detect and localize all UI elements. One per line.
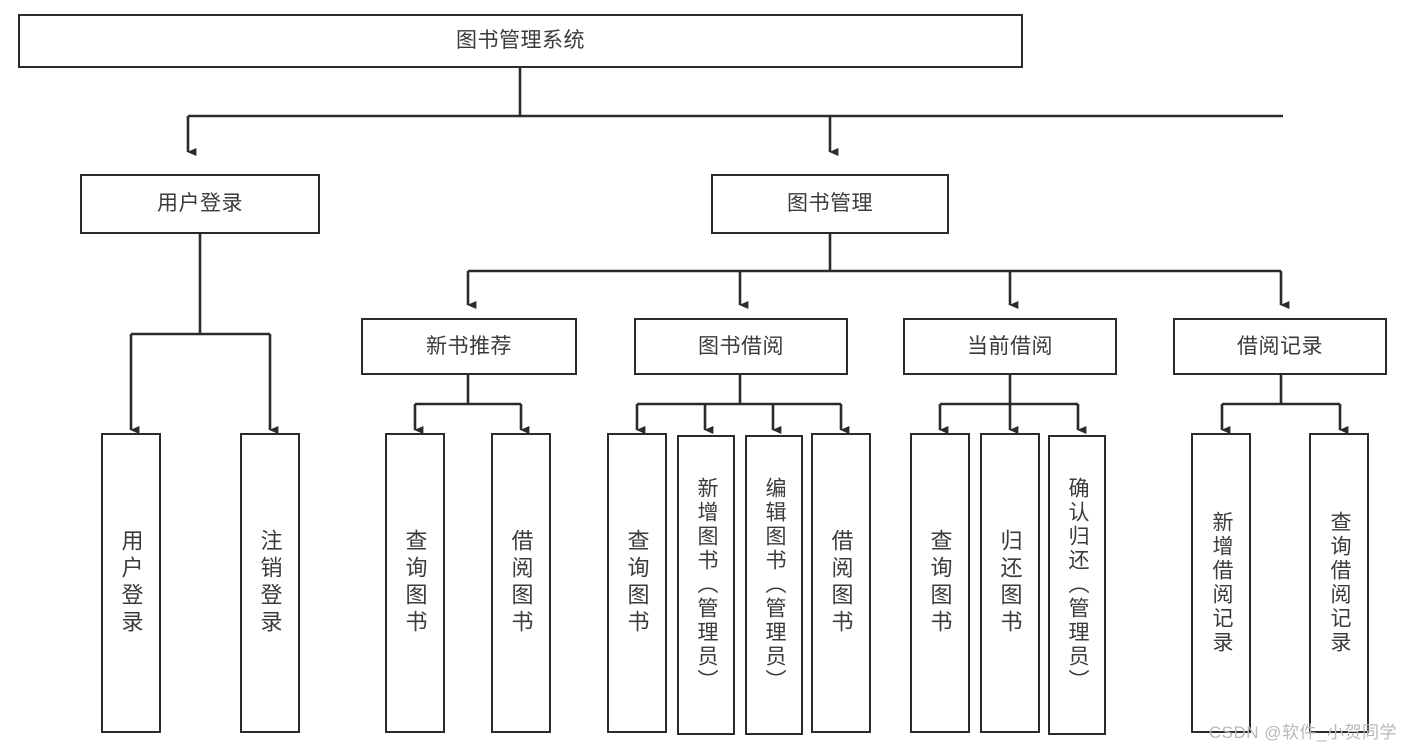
leaf-borrow-query[interactable]: 查询图书 [607,433,667,733]
node-root[interactable]: 图书管理系统 [18,14,1023,68]
leaf-user-logout-label: 注销登录 [257,529,283,637]
node-book-borrow[interactable]: 图书借阅 [634,318,848,375]
leaf-borrow-edit-book-label: 编辑图书（管理员） [763,477,787,693]
node-book-borrow-label: 图书借阅 [698,334,784,358]
leaf-user-login[interactable]: 用户登录 [101,433,161,733]
node-current-borrow-label: 当前借阅 [967,334,1053,358]
node-book-management[interactable]: 图书管理 [711,174,949,234]
leaf-current-confirm-return[interactable]: 确认归还（管理员） [1048,435,1106,735]
node-user-login[interactable]: 用户登录 [80,174,320,234]
leaf-borrow-borrow-book[interactable]: 借阅图书 [811,433,871,733]
leaf-newbook-query[interactable]: 查询图书 [385,433,445,733]
leaf-user-login-label: 用户登录 [118,529,144,637]
leaf-current-query-label: 查询图书 [927,529,953,637]
node-new-book-recommend[interactable]: 新书推荐 [361,318,577,375]
leaf-record-add-label: 新增借阅记录 [1210,511,1234,655]
leaf-newbook-borrow-label: 借阅图书 [508,529,534,637]
node-current-borrow[interactable]: 当前借阅 [903,318,1117,375]
node-root-label: 图书管理系统 [456,29,585,53]
leaf-borrow-edit-book[interactable]: 编辑图书（管理员） [745,435,803,735]
leaf-user-logout[interactable]: 注销登录 [240,433,300,733]
leaf-record-add[interactable]: 新增借阅记录 [1191,433,1251,733]
watermark: CSDN @软件_小贺同学 [1208,723,1397,742]
leaf-current-query[interactable]: 查询图书 [910,433,970,733]
leaf-record-query[interactable]: 查询借阅记录 [1309,433,1369,733]
leaf-newbook-borrow[interactable]: 借阅图书 [491,433,551,733]
node-book-management-label: 图书管理 [787,192,873,216]
leaf-record-query-label: 查询借阅记录 [1328,511,1352,655]
leaf-current-return-label: 归还图书 [997,529,1023,637]
leaf-borrow-borrow-book-label: 借阅图书 [828,529,854,637]
node-borrow-record[interactable]: 借阅记录 [1173,318,1387,375]
leaf-current-confirm-return-label: 确认归还（管理员） [1066,477,1090,693]
leaf-newbook-query-label: 查询图书 [402,529,428,637]
node-new-book-recommend-label: 新书推荐 [426,334,512,358]
node-user-login-label: 用户登录 [157,192,243,216]
node-borrow-record-label: 借阅记录 [1237,334,1323,358]
leaf-borrow-query-label: 查询图书 [624,529,650,637]
leaf-borrow-add-book-label: 新增图书（管理员） [695,477,719,693]
leaf-borrow-add-book[interactable]: 新增图书（管理员） [677,435,735,735]
leaf-current-return[interactable]: 归还图书 [980,433,1040,733]
